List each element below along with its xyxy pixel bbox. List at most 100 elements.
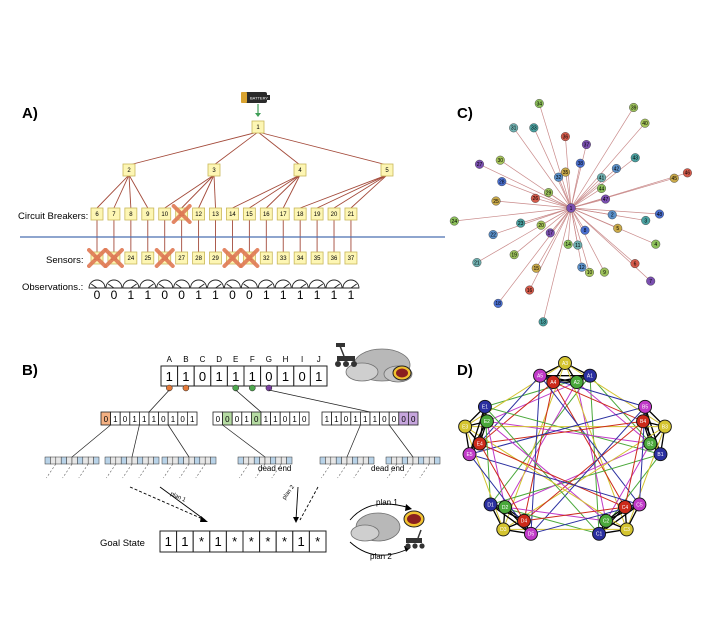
sensor-node: 30 (222, 248, 243, 268)
goal-bit-cell: * (259, 530, 277, 553)
star-edge (497, 207, 572, 304)
bit-cell: 1 (226, 365, 245, 387)
star-node: 11 (573, 240, 583, 250)
dense-node-label: E5 (466, 452, 472, 458)
bit-value: 0 (199, 369, 206, 384)
bit-letter: C (200, 355, 206, 364)
rover-icon (335, 343, 357, 367)
star-node-label: 21 (474, 260, 480, 266)
dense-node-label: C4 (622, 505, 629, 511)
observation-value: 0 (178, 288, 185, 302)
tree-edge (282, 174, 301, 209)
tree-edge (333, 174, 388, 209)
star-node: 33 (529, 123, 539, 133)
bit-cell: 1 (177, 365, 195, 387)
star-node-label: 14 (565, 242, 571, 248)
gauge-icon: 0 (88, 279, 106, 302)
star-node-label: 9 (603, 270, 606, 276)
star-node-label: 41 (599, 175, 605, 181)
gauge-icon: 1 (342, 279, 360, 302)
bit-letter: D (216, 355, 222, 364)
bit-letter: F (250, 355, 255, 364)
bit-cell: 1 (160, 365, 179, 387)
dense-edge (576, 381, 607, 521)
breaker-node-label: 10 (161, 212, 168, 218)
child-bit-value: 0 (302, 415, 307, 424)
tree-edge (128, 131, 259, 166)
sensor-node-label: 33 (280, 256, 287, 262)
child-bit-value: 0 (104, 415, 109, 424)
star-edge (476, 207, 572, 263)
observation-value: 0 (94, 288, 101, 302)
grandchild-state (237, 456, 293, 465)
dense-node: E5 (462, 447, 477, 462)
tree-edge (198, 174, 215, 209)
failure-cross-icon (239, 248, 260, 268)
breaker-node: 13 (209, 207, 222, 221)
star-edge (520, 207, 572, 224)
tree-edges (96, 131, 388, 252)
star-node: 32 (554, 172, 564, 182)
rover-rock-illustration-top (335, 343, 413, 383)
breaker-node: 6 (90, 207, 104, 221)
rover-icon-bottom (405, 529, 425, 549)
dense-edge (626, 426, 666, 530)
panel-d-label: D) (457, 362, 473, 379)
dense-edge (553, 381, 644, 422)
breaker-node: 12 (192, 207, 205, 221)
star-node-label: 42 (614, 166, 620, 172)
observation-value: 0 (229, 288, 236, 302)
dense-edge (530, 375, 541, 534)
star-node: 7 (646, 276, 656, 286)
dense-node: D4 (517, 513, 531, 528)
bit-letter: E (233, 355, 238, 364)
dense-edge (564, 362, 628, 530)
star-node: 17 (545, 228, 555, 238)
breaker-node: 15 (242, 207, 256, 221)
star-node-label: 6 (634, 261, 637, 267)
right-plan2-label: plan 2 (370, 552, 392, 561)
star-edge (570, 207, 605, 273)
star-node-label: 22 (490, 232, 496, 238)
bit-letter: A (167, 355, 173, 364)
star-node: 4 (651, 239, 661, 249)
tree-edge (257, 131, 301, 166)
goal-bit-value: 1 (297, 534, 304, 549)
star-node-label: 45 (671, 176, 677, 182)
sensor-node: 22 (87, 248, 107, 268)
star-edge (570, 168, 617, 209)
breaker-node-label: 12 (195, 212, 202, 218)
star-edge (570, 207, 590, 273)
dense-edge (490, 375, 591, 505)
star-node: 35 (561, 167, 571, 177)
sensor-node: 35 (310, 251, 324, 265)
child-bit-value: 0 (123, 415, 128, 424)
dense-node: C5 (632, 497, 647, 512)
goal-bit-value: * (249, 534, 254, 549)
sensor-node-label: 36 (331, 256, 338, 262)
gauge-icon: 1 (308, 279, 326, 302)
star-edge (565, 172, 572, 209)
breaker-node-label: 14 (229, 212, 236, 218)
observation-value: 0 (161, 288, 168, 302)
row-label-circuit-breakers: Circuit Breakers: (18, 211, 88, 222)
star-node-label: 26 (533, 196, 539, 202)
row-label-observations: Observations.: (22, 282, 83, 293)
star-node: 6 (630, 259, 640, 269)
sensor-node: 32 (259, 251, 273, 265)
sensor-node: 23 (103, 248, 124, 268)
star-node-label: 7 (649, 279, 652, 285)
dense-node: D1 (483, 497, 498, 512)
dense-node-label: A3 (562, 361, 568, 367)
star-edge (570, 207, 583, 268)
tree-edge (300, 174, 388, 209)
dense-node-label: B4 (640, 419, 646, 425)
observation-value: 1 (280, 288, 287, 302)
bit-marker-dot (265, 384, 273, 392)
star-node: 34 (534, 98, 544, 108)
dense-node-label: E3 (462, 424, 468, 430)
star-edge (493, 207, 572, 235)
bit-letter: I (301, 355, 303, 364)
